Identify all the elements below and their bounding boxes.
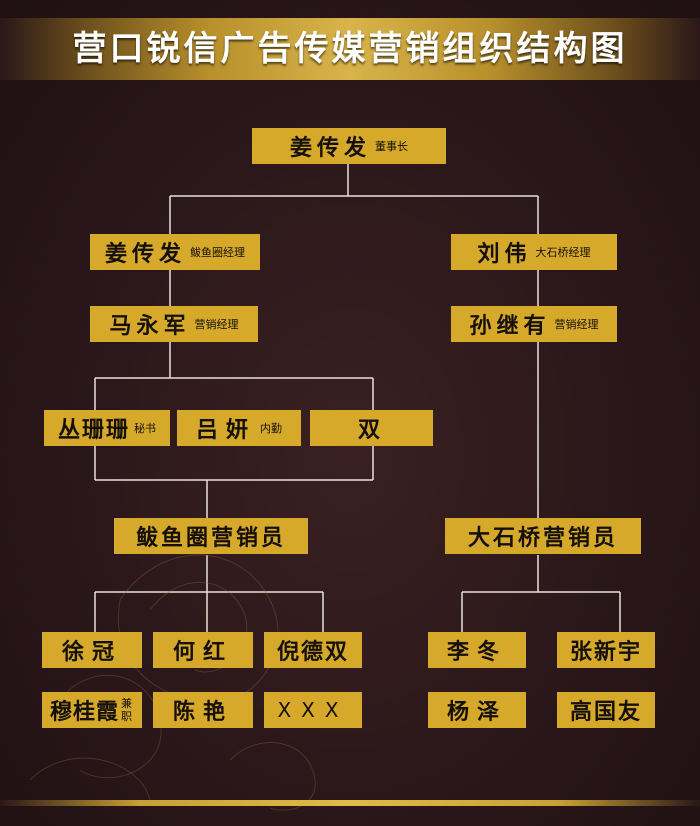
chairman-role: 董事长: [375, 140, 408, 153]
left-manager-name: 姜传发: [104, 241, 186, 267]
right-member-3-name: 杨泽: [446, 699, 507, 725]
right-member-1-name: 李冬: [446, 639, 507, 665]
staff-secretary-name: 丛珊珊: [57, 417, 130, 443]
node-right-manager: 刘伟 大石桥经理: [451, 234, 617, 270]
node-right-team: 大石桥营销员: [445, 518, 641, 554]
node-left-member-6: XXX: [264, 692, 362, 728]
flower-decoration: [29, 554, 316, 811]
node-left-team: 鲅鱼圈营销员: [114, 518, 308, 554]
right-manager-role: 大石桥经理: [535, 246, 591, 259]
node-left-manager: 姜传发 鲅鱼圈经理: [90, 234, 260, 270]
staff-third-name: 双: [357, 417, 385, 443]
node-staff-secretary: 丛珊珊 秘书: [44, 410, 170, 446]
title-banner: [0, 18, 700, 80]
bottom-rule: [0, 800, 700, 806]
page-title: 营口锐信广告传媒营销组织结构图: [72, 29, 628, 69]
node-left-sales-manager: 马永军 营销经理: [90, 306, 258, 342]
left-member-1-name: 徐冠: [61, 639, 122, 665]
node-left-member-2: 何红: [153, 632, 253, 668]
node-chairman: 姜传发 董事长: [252, 128, 446, 164]
left-member-4-role: 兼职: [121, 697, 132, 723]
left-member-4-name: 穆桂霞: [49, 699, 119, 725]
right-team-name: 大石桥营销员: [467, 525, 618, 551]
node-left-member-5: 陈艳: [153, 692, 253, 728]
right-member-2-name: 张新宇: [569, 639, 642, 665]
node-left-member-1: 徐冠: [42, 632, 142, 668]
left-team-name: 鲅鱼圈营销员: [135, 525, 286, 551]
left-member-5-name: 陈艳: [172, 699, 233, 725]
left-member-2-name: 何红: [172, 639, 233, 665]
node-right-member-3: 杨泽: [428, 692, 526, 728]
node-staff-third: 双: [310, 410, 433, 446]
right-manager-name: 刘伟: [477, 241, 532, 267]
node-right-member-1: 李冬: [428, 632, 526, 668]
right-sales-manager-name: 孙继有: [469, 313, 551, 339]
node-right-sales-manager: 孙继有 营销经理: [451, 306, 617, 342]
node-left-member-3: 倪德双: [264, 632, 362, 668]
right-sales-manager-role: 营销经理: [554, 318, 599, 331]
node-staff-clerk: 吕妍 内勤: [177, 410, 301, 446]
left-manager-role: 鲅鱼圈经理: [190, 246, 245, 259]
node-left-member-4: 穆桂霞 兼职: [42, 692, 142, 728]
staff-clerk-name: 吕妍: [195, 417, 256, 443]
staff-clerk-role: 内勤: [260, 422, 282, 435]
node-right-member-2: 张新宇: [557, 632, 655, 668]
chairman-name: 姜传发: [289, 135, 371, 161]
staff-secretary-role: 秘书: [134, 422, 156, 435]
node-right-member-4: 高国友: [557, 692, 655, 728]
left-sales-manager-role: 营销经理: [194, 318, 239, 331]
left-member-6-name: XXX: [277, 698, 349, 722]
left-sales-manager-name: 马永军: [109, 313, 191, 339]
right-member-4-name: 高国友: [569, 699, 642, 725]
left-member-3-name: 倪德双: [276, 639, 349, 665]
